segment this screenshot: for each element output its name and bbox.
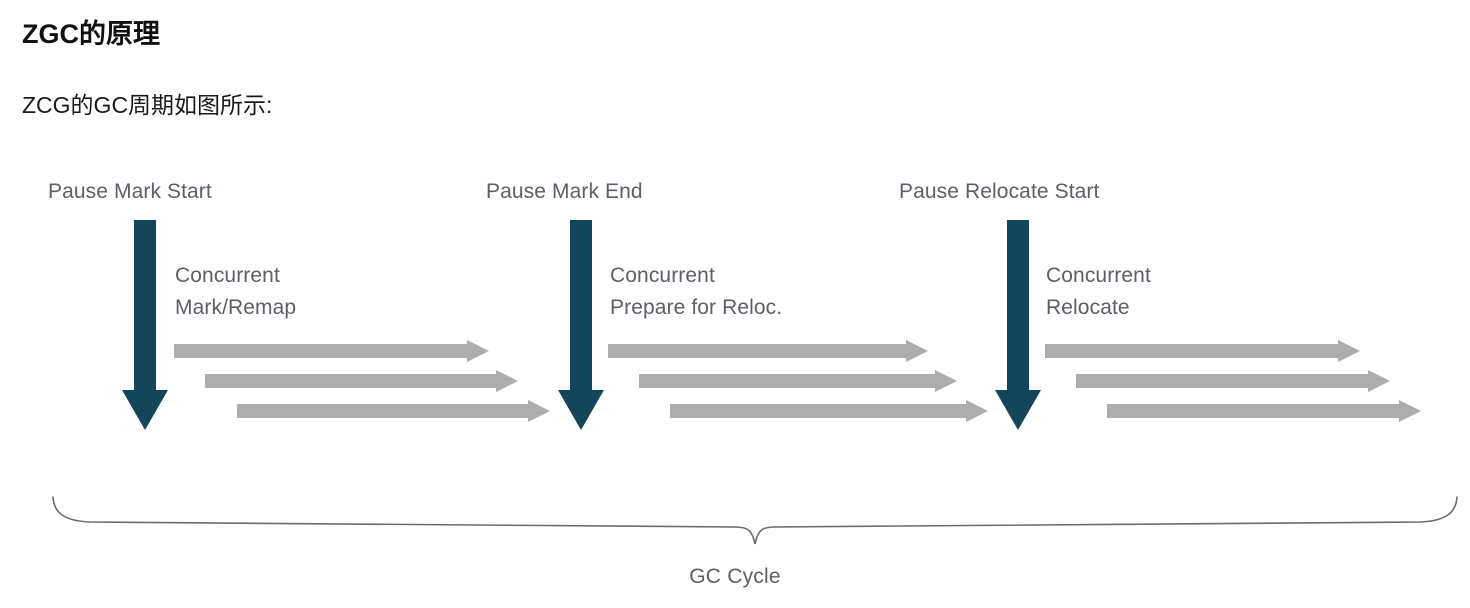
concurrent-arrow bbox=[1045, 340, 1360, 362]
pause-arrow-relocate-start bbox=[995, 220, 1041, 430]
down-arrow-icon bbox=[122, 220, 168, 430]
gc-cycle-label: GC Cycle bbox=[689, 565, 781, 588]
phase-label-pause-mark-start: Pause Mark Start bbox=[48, 180, 212, 203]
concurrent-arrow bbox=[205, 370, 518, 392]
concurrent-arrow bbox=[1107, 400, 1421, 422]
concurrent-arrow bbox=[608, 340, 928, 362]
right-arrow-icon bbox=[174, 340, 489, 362]
right-arrow-icon bbox=[608, 340, 928, 362]
concurrent-arrow bbox=[670, 400, 988, 422]
right-arrow-icon bbox=[205, 370, 518, 392]
down-arrow-icon bbox=[558, 220, 604, 430]
right-arrow-icon bbox=[670, 400, 988, 422]
right-arrow-icon bbox=[1107, 400, 1421, 422]
concurrent-arrow bbox=[237, 400, 550, 422]
gc-cycle-brace bbox=[0, 480, 1470, 550]
phase-desc-concurrent-prepare-for-reloc: Concurrent Prepare for Reloc. bbox=[610, 264, 783, 319]
concurrent-arrow bbox=[174, 340, 489, 362]
pause-arrow-mark-start bbox=[122, 220, 168, 430]
phase-label-pause-relocate-start: Pause Relocate Start bbox=[899, 180, 1100, 203]
curly-brace-icon bbox=[52, 496, 1458, 545]
article-paragraph: ZCG的GC周期如图所示: bbox=[22, 92, 273, 118]
concurrent-arrow bbox=[639, 370, 957, 392]
right-arrow-icon bbox=[1076, 370, 1390, 392]
zgc-cycle-diagram: Pause Mark Start Concurrent Mark/Remap P… bbox=[0, 150, 1470, 608]
right-arrow-icon bbox=[1045, 340, 1360, 362]
concurrent-arrow bbox=[1076, 370, 1390, 392]
down-arrow-icon bbox=[995, 220, 1041, 430]
phase-label-pause-mark-end: Pause Mark End bbox=[486, 180, 643, 203]
pause-arrow-mark-end bbox=[558, 220, 604, 430]
article-heading: ZGC的原理 bbox=[22, 19, 160, 49]
phase-desc-concurrent-mark-remap: Concurrent Mark/Remap bbox=[175, 264, 297, 319]
right-arrow-icon bbox=[639, 370, 957, 392]
phase-desc-concurrent-relocate: Concurrent Relocate bbox=[1046, 264, 1151, 319]
right-arrow-icon bbox=[237, 400, 550, 422]
